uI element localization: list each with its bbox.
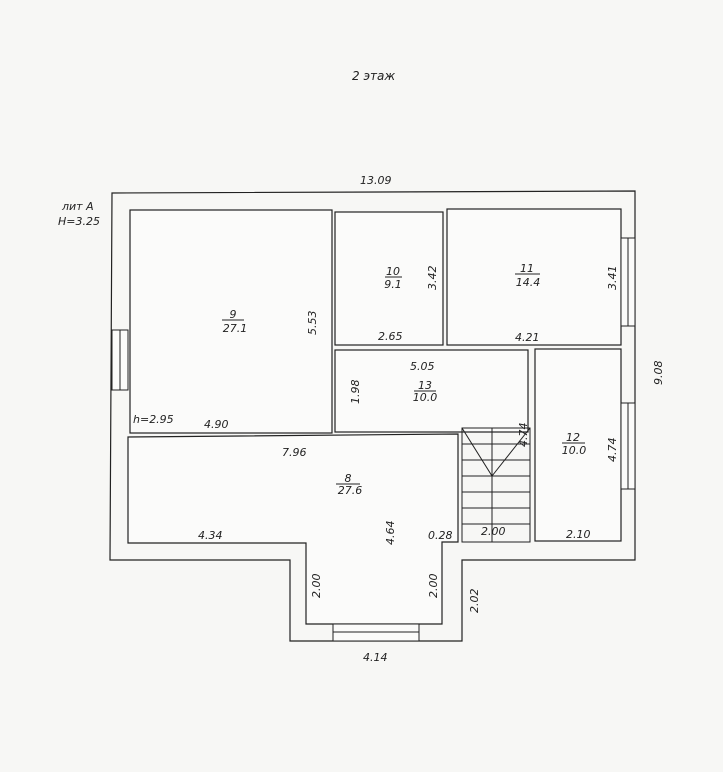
dim-room11-height: 3.41 xyxy=(606,266,619,291)
room-label-8: 8 27.6 xyxy=(336,472,362,497)
room-label-9: 9 27.1 xyxy=(222,308,247,335)
room-label-12: 12 10.0 xyxy=(562,431,587,457)
dim-small-gap: 0.28 xyxy=(428,529,453,542)
room-area: 27.1 xyxy=(223,322,248,335)
room-number: 12 xyxy=(566,431,580,444)
room-number: 8 xyxy=(345,472,352,485)
room-number: 10 xyxy=(386,265,400,278)
height-outer-label: H=3.25 xyxy=(58,215,100,228)
dim-top-total: 13.09 xyxy=(360,174,392,187)
dim-room10-width: 2.65 xyxy=(378,330,403,343)
room-12 xyxy=(534,348,622,542)
window-right-bottom xyxy=(620,402,636,490)
room-label-13: 13 10.0 xyxy=(413,379,438,404)
dim-room10-height: 3.42 xyxy=(426,266,439,291)
floor-title: 2 этаж xyxy=(352,69,395,83)
room-area: 9.1 xyxy=(384,278,402,291)
room-8 xyxy=(127,433,459,625)
room-number: 9 xyxy=(230,308,237,321)
dim-room8-left: 4.34 xyxy=(198,529,223,542)
dim-room8-width: 7.96 xyxy=(282,446,307,459)
room-label-10: 10 9.1 xyxy=(384,265,402,291)
window-bottom xyxy=(332,623,420,642)
dim-room11-width: 4.21 xyxy=(515,331,540,344)
dim-ext-right: 2.00 xyxy=(427,574,440,599)
window-left xyxy=(111,329,129,391)
room-area: 14.4 xyxy=(516,276,541,289)
room-area: 10.0 xyxy=(413,391,438,404)
dim-room13-height: 1.98 xyxy=(349,380,362,405)
dim-ext-left: 2.00 xyxy=(310,574,323,599)
dim-ext-bottom: 4.14 xyxy=(363,651,388,664)
window-right-top xyxy=(620,237,636,327)
dim-stair-width: 2.00 xyxy=(481,525,506,538)
staircase xyxy=(461,427,531,543)
dim-room9-height: 5.53 xyxy=(306,311,319,336)
room-10 xyxy=(334,211,444,346)
dim-room8-height: 4.64 xyxy=(384,521,397,546)
room-area: 27.6 xyxy=(338,484,363,497)
lit-label: лит А xyxy=(61,200,94,213)
room-number: 13 xyxy=(418,379,432,392)
room-area: 10.0 xyxy=(562,444,587,457)
dim-room13-width: 5.05 xyxy=(410,360,435,373)
room-9 xyxy=(129,209,333,434)
room-number: 11 xyxy=(520,262,534,275)
room-label-11: 11 14.4 xyxy=(515,262,540,289)
dim-room12-width: 2.10 xyxy=(566,528,591,541)
dim-right-total: 9.08 xyxy=(652,361,665,386)
dim-ext-outer: 2.02 xyxy=(468,589,481,614)
dim-stair-height: 4.74 xyxy=(517,423,530,448)
dim-room9-width: 4.90 xyxy=(204,418,229,431)
room-11 xyxy=(446,208,622,346)
dim-room12-height: 4.74 xyxy=(606,438,619,463)
height-inner-label: h=2.95 xyxy=(133,413,174,426)
